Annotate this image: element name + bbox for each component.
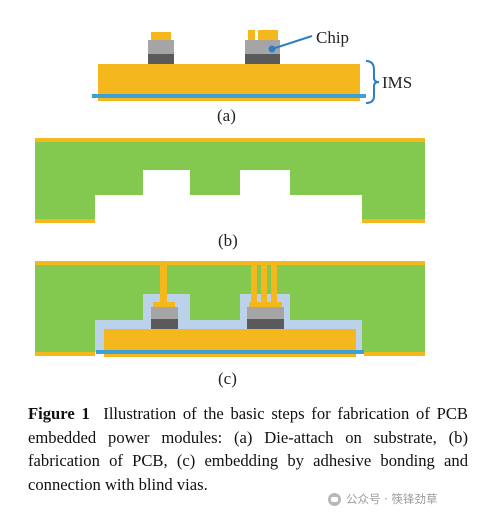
chip-1-solder [148,54,174,64]
ims-copper-layer [98,64,360,94]
ims-c-blue-base [96,350,364,354]
pcb-top-copper [35,138,425,142]
chip-c1-pad [153,302,175,307]
chip-2-pad-right [258,30,278,40]
pcb-c-bottom-copper-left [35,352,95,356]
chip-2-solder [245,54,280,64]
pcb-green-body [35,142,425,220]
chip-label: Chip [316,28,349,47]
panel-b-label: (b) [218,231,238,250]
chip-1-top-pad [151,32,171,40]
blind-via-4 [271,265,277,303]
ims-label: IMS [382,73,412,92]
blind-via-3 [261,265,267,303]
chip-c2-die [247,307,284,319]
ims-c-bottom-copper [104,354,356,357]
pcb-bottom-copper-right [362,219,425,223]
ims-bracket [365,60,380,104]
pcb-c-top-copper [35,261,425,265]
chip-c1-die [151,307,178,319]
chip-c2-solder [247,319,284,329]
wechat-icon [328,492,341,506]
ims-bottom-copper [98,98,360,101]
chip-c1-solder [151,319,178,329]
figure-caption: Figure 1 Illustration of the basic steps… [28,402,468,496]
panel-a-diagram: Chip IMS (a) [92,28,412,125]
chip-2-pad-left [248,30,255,40]
pcb-bottom-copper-left [35,219,95,223]
panel-c-label: (c) [218,369,237,388]
panel-a-label: (a) [217,106,236,125]
ims-c-copper [104,329,356,350]
caption-figure-number: Figure 1 [28,404,90,423]
chip-c2-pad [249,302,282,307]
chip-leader-dot [268,45,276,53]
watermark-text: 公众号 · 筷锋劲草 [346,492,438,506]
chip-1-die [148,40,174,54]
fabrication-diagram: Chip IMS (a) (b) [35,28,425,388]
ims-blue-base [92,94,366,98]
caption-text: Illustration of the basic steps for fabr… [28,404,468,494]
panel-c-diagram: (c) [35,261,425,388]
blind-via-2 [251,265,257,303]
watermark: 公众号 · 筷锋劲草 [328,491,437,507]
pcb-c-bottom-copper-right [364,352,425,356]
panel-b-diagram: (b) [35,138,425,250]
blind-via-1 [160,265,167,303]
chip-leader-line [271,35,313,50]
